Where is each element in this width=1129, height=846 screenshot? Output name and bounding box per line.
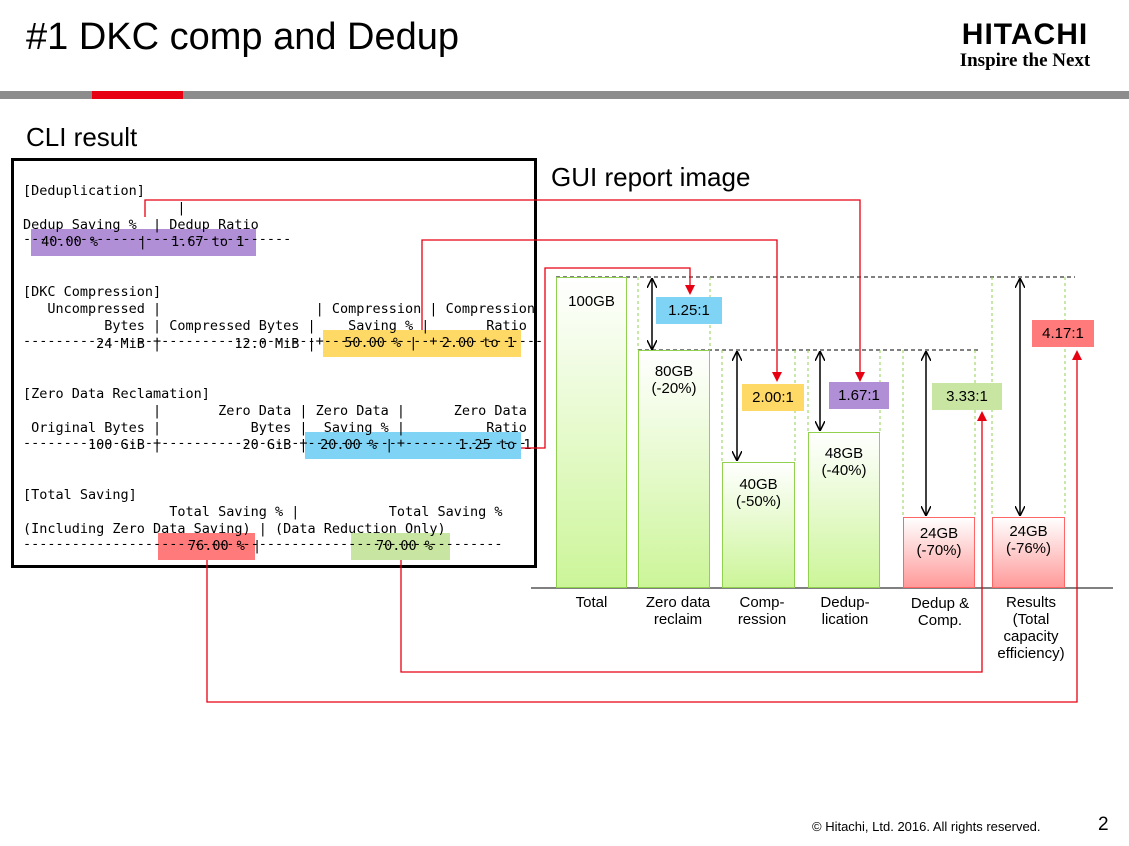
cli-line: ----------------+-------------------+---…: [23, 335, 544, 347]
category-text: Total: [575, 594, 608, 611]
logo-tagline: Inspire the Next: [959, 50, 1091, 71]
connector-data-reduction: [400, 411, 987, 673]
ratio-zero-data: 1.25:1: [656, 297, 722, 324]
zero-data-highlight: [305, 432, 521, 459]
zero-data-saving-value: 20.00 % | 1.25 to 1: [312, 437, 532, 453]
cli-line: |: [23, 200, 186, 216]
bar-label: 24GB: [1009, 523, 1048, 540]
total-saving-highlight: [158, 533, 255, 560]
bar-results: [992, 517, 1065, 588]
bar-percent: (-20%): [651, 380, 697, 397]
copyright: © Hitachi, Ltd. 2016. All rights reserve…: [812, 819, 1041, 834]
category-text: Comp- ression: [737, 594, 787, 628]
bar-label: 24GB: [919, 525, 959, 542]
gui-heading: GUI report image: [551, 162, 751, 192]
category-text: Zero data reclaim: [645, 594, 711, 628]
header-rule: [0, 91, 1129, 99]
bar-dedup-and-comp: [903, 517, 975, 588]
cli-line: Uncompressed | | Compression | Compressi…: [23, 301, 536, 317]
slide-title: #1 DKC comp and Dedup: [26, 16, 460, 58]
category-label: Comp- ression: [717, 594, 807, 628]
connector-compression: [421, 239, 782, 382]
bar-percent: (-70%): [916, 542, 962, 559]
category-label: Results (Total capacity efficiency): [986, 594, 1076, 662]
cli-line: ---------------------------------: [23, 234, 292, 244]
cli-line: [Total Saving]: [23, 487, 137, 503]
cli-line: ----------------------------------------…: [23, 538, 503, 550]
bar-label: 80GB: [654, 363, 694, 380]
cli-line: [Deduplication]: [23, 183, 145, 199]
dedup-saving-value: 40.00 % | 1.67 to 1: [33, 234, 245, 250]
category-text: Results (Total capacity efficiency): [997, 594, 1065, 662]
compression-highlight: [323, 330, 521, 357]
total-saving-value: 76.00 % |: [188, 538, 262, 554]
category-text: Dedup & Comp.: [910, 595, 970, 629]
bar-total: [556, 277, 627, 588]
bar-percent: (-50%): [735, 493, 781, 510]
logo-wordmark: HITACHI: [961, 18, 1089, 51]
category-label: Dedup & Comp.: [895, 595, 985, 629]
dedup-highlight: [31, 229, 256, 256]
cli-line: (Including Zero Data Saving) | (Data Red…: [23, 521, 446, 537]
cli-line: [DKC Compression]: [23, 284, 162, 300]
bar-percent: (-76%): [1005, 540, 1051, 557]
compression-saving-value: 50.00 % | 2.00 to 1: [328, 335, 515, 351]
ratio-dedup-comp: 3.33:1: [932, 383, 1002, 410]
cli-line: 100 GiB | 20 GiB |: [23, 437, 308, 453]
connector-total-saving: [206, 350, 1082, 703]
bar-label: 40GB: [739, 476, 778, 493]
cli-text-block: [Total Saving] Total Saving % | Total Sa…: [23, 470, 503, 567]
bar-deduplication: [808, 432, 880, 588]
category-text: Dedup- lication: [820, 594, 870, 628]
bar-label: 48GB: [824, 445, 864, 462]
header-rule-accent: [92, 91, 183, 99]
connector-dedup: [144, 199, 865, 382]
data-reduction-highlight: [351, 533, 450, 560]
cli-line: [Zero Data Reclamation]: [23, 386, 210, 402]
cli-line: Total Saving % | Total Saving %: [23, 504, 503, 520]
bar-label: 100GB: [568, 293, 615, 310]
category-label: Dedup- lication: [800, 594, 890, 628]
cli-line: Dedup Saving % | Dedup Ratio: [23, 217, 259, 233]
connector-zero-data: [521, 267, 695, 449]
cli-output-box: [11, 158, 537, 568]
cli-line: | Zero Data | Zero Data | Zero Data: [23, 403, 527, 419]
data-reduction-saving-value: 70.00 %: [376, 538, 433, 554]
ratio-compression: 2.00:1: [742, 384, 804, 411]
cli-line: ----------------+-----------------+-----…: [23, 437, 527, 449]
bar-zero-data-reclaim: [638, 350, 710, 588]
page-number: 2: [1098, 814, 1109, 835]
cli-line: Bytes | Compressed Bytes | Saving % | Ra…: [23, 318, 527, 334]
bar-compression: [722, 462, 795, 588]
cli-text-block: [Deduplication] |Dedup Saving % | Dedup …: [23, 166, 291, 261]
category-label: Zero data reclaim: [633, 594, 723, 628]
cli-text-block: [Zero Data Reclamation] | Zero Data | Ze…: [23, 369, 527, 466]
ratio-total: 4.17:1: [1032, 320, 1094, 347]
cli-line: 24 MiB | 12.0 MiB |: [23, 336, 316, 352]
cli-line: Original Bytes | Bytes | Saving % | Rati…: [23, 420, 527, 436]
ratio-dedup: 1.67:1: [829, 382, 889, 409]
hitachi-logo: HITACHI Inspire the Next: [940, 20, 1110, 72]
bar-percent: (-40%): [821, 462, 867, 479]
cli-text-block: [DKC Compression] Uncompressed | | Compr…: [23, 267, 543, 364]
cli-heading: CLI result: [26, 122, 138, 152]
category-label: Total: [556, 594, 627, 611]
